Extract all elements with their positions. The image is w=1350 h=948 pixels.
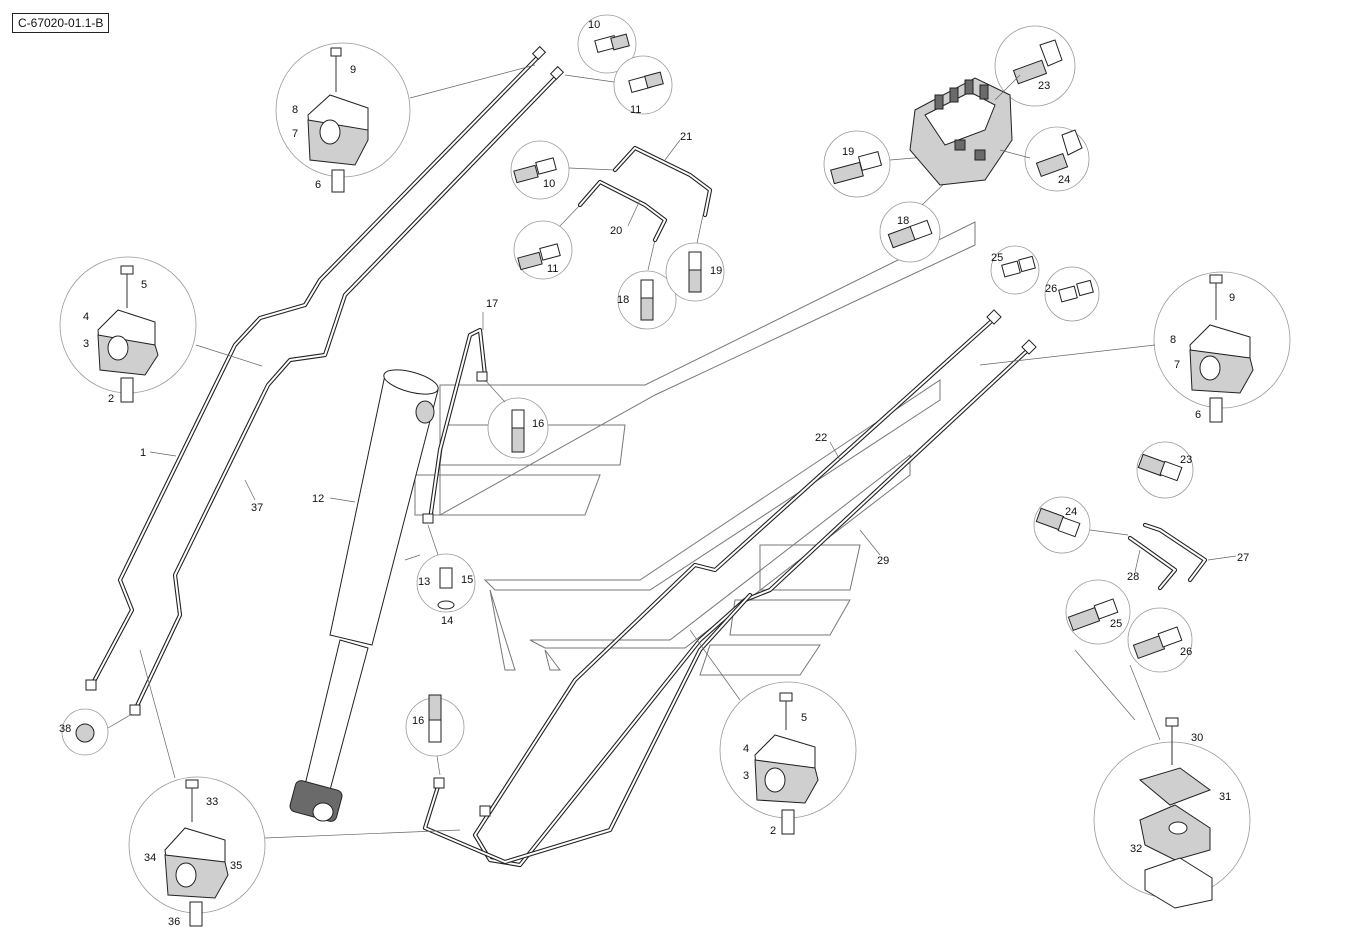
fitting-13-15	[416, 524, 476, 613]
fitting-26-top	[1044, 266, 1100, 322]
clamp-group-top-left	[275, 42, 536, 193]
callout-6-top: 6	[315, 179, 321, 191]
clamp-group-bottom-center	[689, 629, 857, 835]
background-panels	[414, 221, 976, 676]
pipe-37	[132, 72, 561, 713]
callout-33: 33	[206, 796, 218, 808]
callout-12: 12	[312, 493, 324, 505]
fitting-23-mid	[1136, 441, 1194, 499]
callout-4-mid: 4	[743, 743, 749, 755]
callout-8-top: 8	[292, 104, 298, 116]
clamp-group-bottom-right	[1074, 649, 1251, 909]
callout-24-top: 24	[1058, 174, 1070, 186]
pipe-20	[577, 179, 668, 243]
fitting-18-top	[879, 179, 949, 263]
callout-5-left: 5	[141, 279, 147, 291]
pipe-28	[1127, 535, 1178, 591]
fitting-10-top	[577, 14, 637, 74]
callout-7-right: 7	[1174, 359, 1180, 371]
fitting-24-mid	[1033, 496, 1129, 554]
callout-2-mid: 2	[770, 825, 776, 837]
pipe-1	[89, 52, 543, 688]
callout-16-top: 16	[532, 418, 544, 430]
fitting-16-top	[484, 379, 549, 459]
callout-27: 27	[1237, 552, 1249, 564]
callout-19-top: 19	[842, 146, 854, 158]
callout-22: 22	[815, 432, 827, 444]
callout-28: 28	[1127, 571, 1139, 583]
pipe-17	[427, 327, 488, 523]
callout-29: 29	[877, 555, 889, 567]
callout-11-mid: 11	[547, 263, 558, 275]
callout-labels: 10 11 9 8 7 6 5 4 3 2 1 37 38 33 34 35 3…	[59, 19, 1249, 928]
callout-16-bottom: 16	[412, 715, 424, 727]
fitting-19-top	[823, 130, 951, 198]
callout-4-left: 4	[83, 311, 89, 323]
callout-10-mid: 10	[543, 178, 555, 190]
fitting-16-bottom	[405, 694, 465, 776]
callout-3-left: 3	[83, 338, 89, 350]
fitting-11-top	[564, 55, 673, 115]
callout-13: 13	[418, 576, 430, 588]
fitting-11-mid	[513, 204, 581, 280]
callout-18-mid: 18	[617, 294, 629, 306]
callout-11-top: 11	[630, 104, 641, 116]
callout-21: 21	[680, 131, 692, 143]
hydraulic-cylinder	[289, 369, 439, 822]
callout-20: 20	[610, 225, 622, 237]
leader-lines	[149, 139, 1237, 573]
callout-32: 32	[1130, 843, 1142, 855]
callout-17: 17	[486, 298, 498, 310]
fitting-25-top	[990, 245, 1040, 295]
drawing-reference-code: C-67020-01.1-B	[12, 13, 110, 33]
pipe-22	[472, 315, 1033, 868]
pipe-29	[422, 592, 753, 865]
callout-3-mid: 3	[743, 770, 749, 782]
pipe-21	[612, 145, 713, 218]
callout-10-top: 10	[588, 19, 600, 31]
callout-25-top: 25	[991, 252, 1003, 264]
callout-35: 35	[230, 860, 242, 872]
callout-1: 1	[140, 447, 146, 459]
callout-38: 38	[59, 723, 71, 735]
callout-30: 30	[1191, 732, 1203, 744]
callout-8-right: 8	[1170, 334, 1176, 346]
callout-15: 15	[461, 574, 473, 586]
callout-25-mid: 25	[1110, 618, 1122, 630]
fitting-23-top	[994, 25, 1076, 107]
fitting-18-mid	[617, 239, 677, 330]
fitting-24-top	[1024, 126, 1090, 192]
clamp-group-right	[979, 271, 1291, 423]
callout-19-mid: 19	[710, 265, 722, 277]
callout-6-right: 6	[1195, 409, 1201, 421]
callout-37: 37	[251, 502, 263, 514]
callout-14: 14	[441, 615, 453, 627]
callout-23-top: 23	[1038, 80, 1050, 92]
callout-26-mid: 26	[1180, 646, 1192, 658]
callout-18-top: 18	[897, 215, 909, 227]
callout-36: 36	[168, 916, 180, 928]
callout-24-mid: 24	[1065, 506, 1077, 518]
fitting-25-mid	[1065, 579, 1131, 645]
callout-31: 31	[1219, 791, 1231, 803]
clamp-group-bottom-left	[128, 649, 461, 927]
callout-9-top: 9	[350, 64, 356, 76]
fitting-10-mid	[510, 140, 616, 200]
fitting-19-mid	[665, 214, 725, 302]
control-valve-block	[909, 74, 1031, 186]
clamp-group-left	[59, 256, 263, 403]
fitting-26-mid	[1127, 607, 1193, 673]
callout-23-mid: 23	[1180, 454, 1192, 466]
pipe-27	[1142, 522, 1208, 583]
callout-5-mid: 5	[801, 712, 807, 724]
callout-34: 34	[144, 852, 156, 864]
callout-26-top: 26	[1045, 283, 1057, 295]
callout-9-right: 9	[1229, 292, 1235, 304]
plug-38	[61, 708, 133, 756]
callout-7-top: 7	[292, 128, 298, 140]
callout-2-left: 2	[108, 393, 114, 405]
